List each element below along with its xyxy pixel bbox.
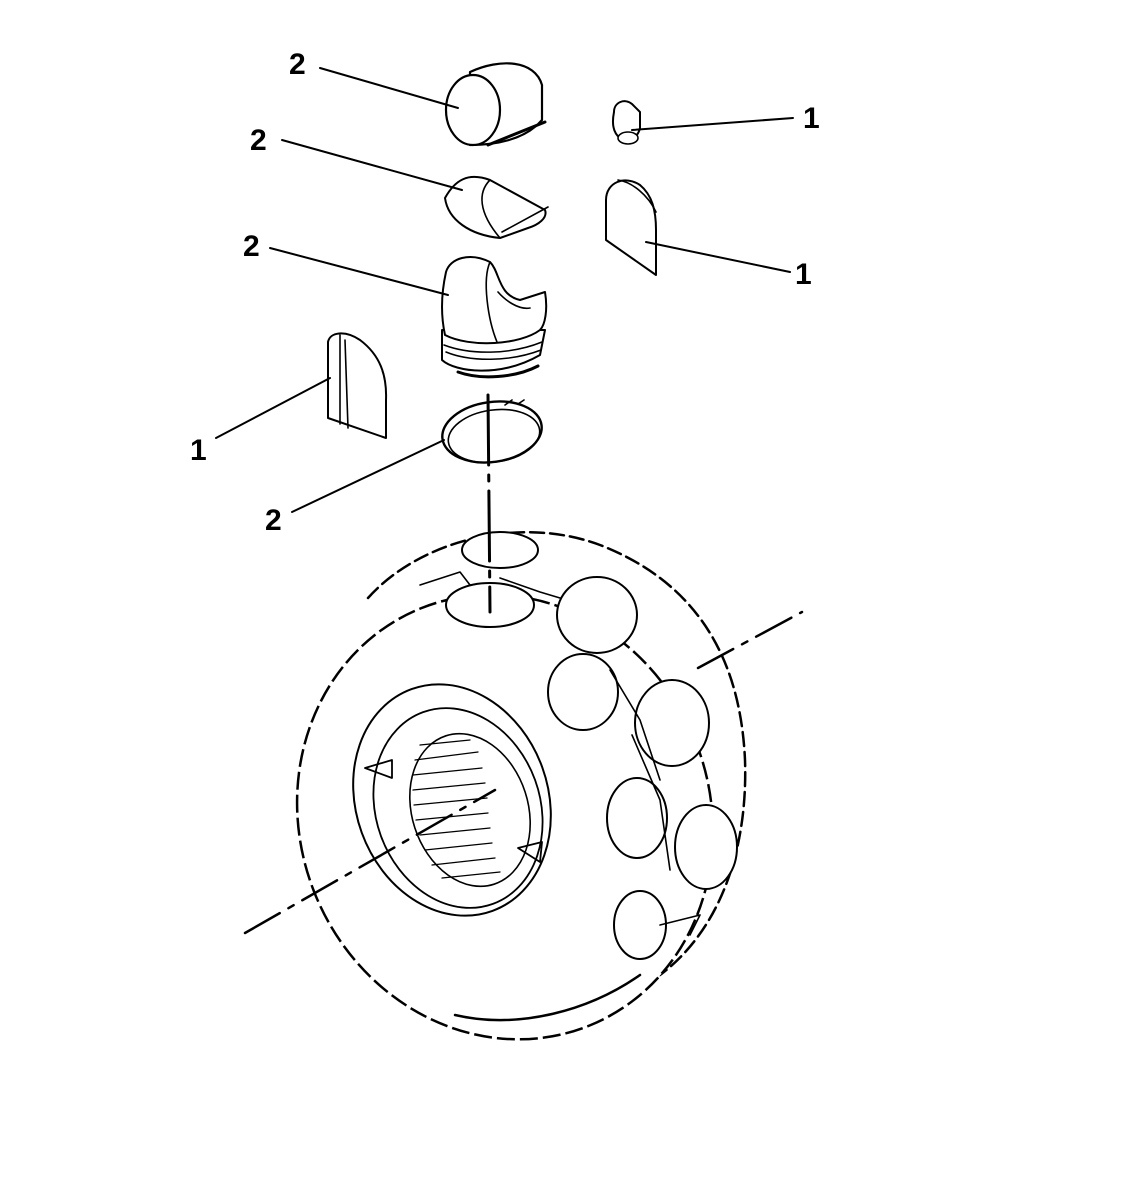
callout-small-key: 1	[803, 102, 820, 135]
callout-roller: 2	[289, 48, 306, 81]
roller	[444, 62, 547, 147]
dome-plate-right	[605, 179, 657, 276]
spline-teeth	[412, 739, 501, 879]
callout-piston: 2	[243, 230, 260, 263]
saddle-half	[444, 175, 549, 239]
piston-bores	[445, 531, 738, 960]
callout-saddle-half: 2	[250, 124, 267, 157]
retaining-ring	[441, 399, 543, 464]
callout-dome-plate-left: 1	[190, 434, 207, 467]
dome-plate-left	[327, 332, 388, 439]
cylinder-block	[243, 530, 804, 1041]
small-key	[611, 100, 641, 145]
leader-lines	[215, 67, 794, 513]
callout-dome-plate-right: 1	[795, 258, 812, 291]
callout-retaining-ring: 2	[265, 504, 282, 537]
assembly-centerline	[486, 393, 492, 614]
piston	[441, 256, 548, 379]
